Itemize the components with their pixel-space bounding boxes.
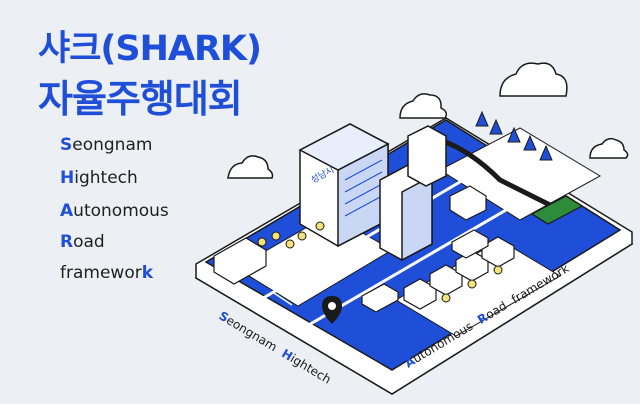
acronym-letter: S bbox=[60, 135, 73, 155]
house-row bbox=[213, 185, 515, 310]
office-tower bbox=[379, 163, 433, 262]
acronym-word: framewor bbox=[60, 263, 142, 283]
acronym-letter: H bbox=[60, 168, 75, 188]
acronym-line-hightech: Hightech bbox=[60, 168, 138, 188]
car-icon bbox=[361, 229, 489, 313]
acronym-line-road: Road bbox=[60, 232, 105, 252]
tree-icon bbox=[475, 110, 553, 161]
acronym-line-framework: framework bbox=[60, 263, 153, 283]
acronym-word: utonomous bbox=[73, 201, 169, 221]
cloud-icon bbox=[227, 62, 629, 179]
acronym-line-autonomous: Autonomous bbox=[60, 201, 169, 221]
acronym-letter: R bbox=[60, 232, 74, 252]
acronym-word: ightech bbox=[74, 168, 138, 188]
acronym-letter: A bbox=[60, 201, 74, 221]
title-line-1: 샤크(SHARK) bbox=[38, 29, 262, 69]
green-roof bbox=[530, 195, 584, 225]
smart-city-illustration: 성남시 SeongnamHightech Autonom bbox=[194, 62, 634, 395]
office-tower bbox=[407, 125, 447, 187]
title-line-2: 자율주행대회 bbox=[38, 77, 243, 121]
acronym-word: oad bbox=[73, 232, 105, 252]
location-pin-icon bbox=[322, 296, 342, 324]
city-hall-building bbox=[298, 123, 390, 248]
acronym-letter: k bbox=[141, 263, 154, 283]
tree-icon bbox=[257, 221, 503, 303]
acronym-line-seongnam: Seongnam bbox=[60, 135, 152, 155]
acronym-word: eongnam bbox=[72, 135, 153, 155]
